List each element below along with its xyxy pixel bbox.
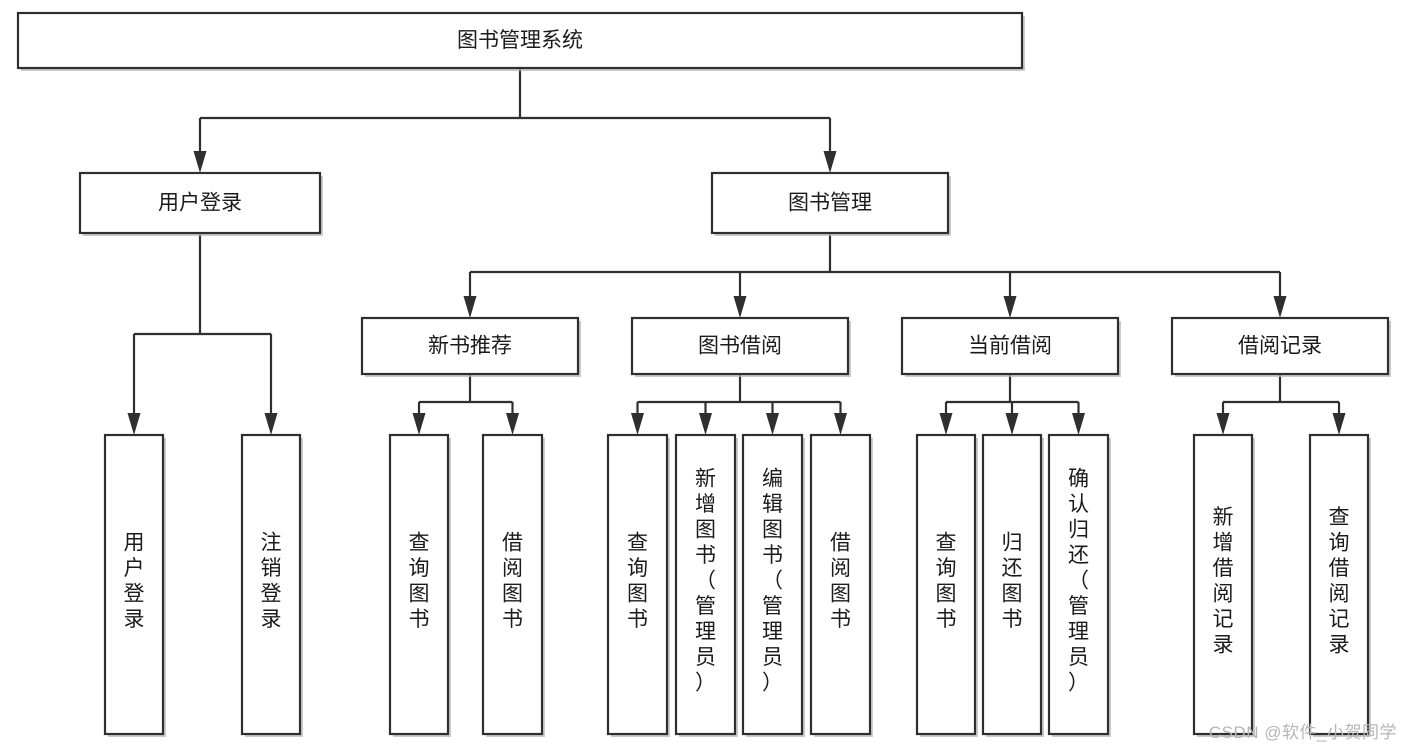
arrow-head-icon	[699, 413, 712, 435]
arrow-head-icon	[766, 413, 779, 435]
arrow-head-icon	[1072, 413, 1085, 435]
node-label: 用户登录	[158, 192, 242, 215]
arrow-head-icon	[1005, 413, 1019, 435]
node-label: 查询借阅记录	[1329, 506, 1350, 657]
node-user-login[interactable]: 用户登录	[78, 171, 323, 236]
node-root[interactable]: 图书管理系统	[16, 11, 1025, 71]
node-new-book-recommend[interactable]: 新书推荐	[360, 316, 581, 377]
node-label: 新书推荐	[428, 335, 512, 358]
node-borrow-record[interactable]: 借阅记录	[1170, 316, 1391, 377]
arrow-head-icon	[506, 413, 519, 435]
node-label: 图书管理	[788, 192, 872, 215]
node-book-management[interactable]: 图书管理	[710, 171, 951, 236]
node-label: 新增借阅记录	[1213, 506, 1234, 657]
node-leaf-borrow-book-1[interactable]: 借阅图书	[481, 433, 545, 737]
node-leaf-query-book-3[interactable]: 查询图书	[915, 433, 978, 737]
node-leaf-query-book-1[interactable]: 查询图书	[388, 433, 451, 737]
node-leaf-user-login[interactable]: 用户登录	[103, 433, 166, 737]
arrow-head-icon	[193, 151, 207, 173]
node-label: 查询图书	[409, 531, 430, 631]
arrow-head-icon	[1273, 296, 1287, 318]
node-layer: 图书管理系统用户登录用户登录注销登录图书管理新书推荐查询图书借阅图书图书借阅查询…	[16, 11, 1391, 737]
arrow-head-icon	[127, 413, 141, 435]
connector-user-login-to-leaves	[127, 233, 278, 435]
node-leaf-user-logout[interactable]: 注销登录	[240, 433, 303, 737]
connector-current-borrow-to-leaves	[939, 374, 1085, 435]
arrow-head-icon	[463, 296, 477, 318]
node-label: 归还图书	[1002, 531, 1023, 631]
node-label: 借阅图书	[502, 531, 523, 631]
node-label: 图书管理系统	[457, 29, 583, 52]
node-label: 新增图书（管理员）	[695, 468, 716, 695]
arrow-head-icon	[733, 296, 747, 318]
node-label: 确认归还（管理员）	[1068, 468, 1089, 695]
arrow-head-icon	[412, 413, 426, 435]
node-label: 注销登录	[261, 531, 282, 631]
arrow-head-icon	[264, 413, 278, 435]
arrow-head-icon	[1003, 296, 1017, 318]
node-label: 查询图书	[936, 531, 957, 631]
arrow-head-icon	[631, 413, 644, 435]
node-label: 借阅记录	[1238, 335, 1322, 358]
csdn-watermark: CSDN @软件_小贺同学	[1208, 723, 1397, 742]
connector-layer	[127, 68, 1346, 435]
node-leaf-edit-book[interactable]: 编辑图书（管理员）	[741, 433, 805, 737]
arrow-head-icon	[823, 151, 837, 173]
node-label: 当前借阅	[968, 335, 1052, 358]
connector-book-borrow-to-leaves	[631, 374, 847, 435]
node-leaf-borrow-book-2[interactable]: 借阅图书	[809, 433, 873, 737]
node-label: 用户登录	[124, 531, 145, 631]
arrow-head-icon	[1216, 413, 1230, 435]
connector-root-to-level2	[193, 68, 837, 173]
node-label: 编辑图书（管理员）	[762, 468, 783, 695]
node-leaf-add-record[interactable]: 新增借阅记录	[1192, 433, 1255, 737]
arrow-head-icon	[1332, 413, 1346, 435]
node-book-borrow[interactable]: 图书借阅	[630, 316, 851, 377]
arrow-head-icon	[939, 413, 953, 435]
connector-borrow-record-to-leaves	[1216, 374, 1346, 435]
connector-book-management-to-level3	[463, 233, 1287, 318]
node-leaf-confirm-return[interactable]: 确认归还（管理员）	[1047, 433, 1111, 737]
arrow-head-icon	[834, 413, 847, 435]
node-leaf-add-book[interactable]: 新增图书（管理员）	[674, 433, 738, 737]
node-leaf-query-book-2[interactable]: 查询图书	[606, 433, 670, 737]
node-leaf-return-book[interactable]: 归还图书	[981, 433, 1044, 737]
node-label: 查询图书	[627, 531, 648, 631]
node-label: 图书借阅	[698, 335, 782, 358]
node-leaf-query-record[interactable]: 查询借阅记录	[1308, 433, 1371, 737]
connector-new-book-recommend-to-leaves	[412, 374, 519, 435]
node-current-borrow[interactable]: 当前借阅	[900, 316, 1121, 377]
node-label: 借阅图书	[830, 531, 851, 631]
